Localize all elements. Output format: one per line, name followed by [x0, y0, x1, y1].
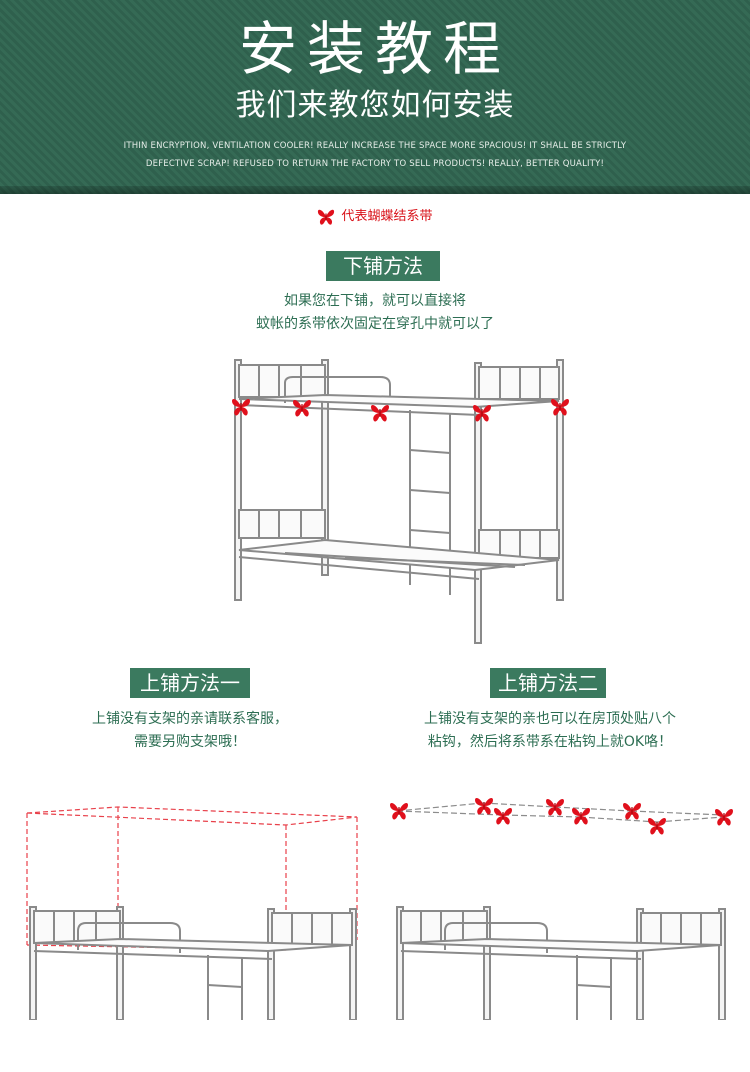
butterfly-icon [571, 806, 591, 826]
legend: 代表蝴蝶结系带 [0, 207, 750, 227]
lower-method-line-1: 如果您在下铺，就可以直接将 [284, 293, 466, 309]
butterfly-icon [622, 801, 642, 821]
english-tagline-1: ITHIN ENCRYPTION, VENTILATION COOLER! RE… [123, 141, 627, 151]
butterfly-icon [317, 208, 335, 226]
upper-method-2-title: 上铺方法二 [490, 668, 606, 698]
page-title: 安装教程 [238, 15, 511, 83]
upper-method-1-line-2: 需要另购支架哦！ [134, 734, 246, 750]
upper-method-2-description: 上铺没有支架的亲也可以在房顶处贴八个 粘钩，然后将系带系在粘钩上就OK咯！ [385, 708, 715, 754]
upper-method-2-line-2: 粘钩，然后将系带系在粘钩上就OK咯！ [427, 734, 673, 750]
butterfly-icon [545, 797, 565, 817]
butterfly-icon [647, 816, 667, 836]
upper-method-1-description: 上铺没有支架的亲请联系客服， 需要另购支架哦！ [40, 708, 340, 754]
upper-method-1-title: 上铺方法一 [130, 668, 250, 698]
butterfly-icon [292, 398, 312, 418]
butterfly-icon [474, 796, 494, 816]
lower-method-description: 如果您在下铺，就可以直接将 蚊帐的系带依次固定在穿孔中就可以了 [0, 290, 750, 336]
lower-method-title: 下铺方法 [326, 251, 440, 281]
butterfly-icon [370, 403, 390, 423]
butterfly-icon [550, 397, 570, 417]
bunk-bed-illustration-lower [234, 359, 564, 644]
bunk-bed-with-hooks-illustration [396, 802, 726, 1020]
butterfly-icon [472, 403, 492, 423]
butterfly-icon [714, 807, 734, 827]
bunk-bed-with-frame-illustration [26, 806, 358, 1020]
page-subtitle: 我们来教您如何安装 [235, 88, 515, 123]
header-banner: 安装教程 我们来教您如何安装 ITHIN ENCRYPTION, VENTILA… [0, 0, 750, 194]
english-tagline-2: DEFECTIVE SCRAP! REFUSED TO RETURN THE F… [145, 159, 605, 169]
legend-label: 代表蝴蝶结系带 [341, 209, 433, 224]
upper-method-2-line-1: 上铺没有支架的亲也可以在房顶处贴八个 [424, 711, 676, 727]
butterfly-icon [389, 801, 409, 821]
butterfly-icon [231, 397, 251, 417]
lower-method-line-2: 蚊帐的系带依次固定在穿孔中就可以了 [256, 316, 494, 332]
upper-method-1-line-1: 上铺没有支架的亲请联系客服， [92, 711, 288, 727]
butterfly-icon [493, 806, 513, 826]
